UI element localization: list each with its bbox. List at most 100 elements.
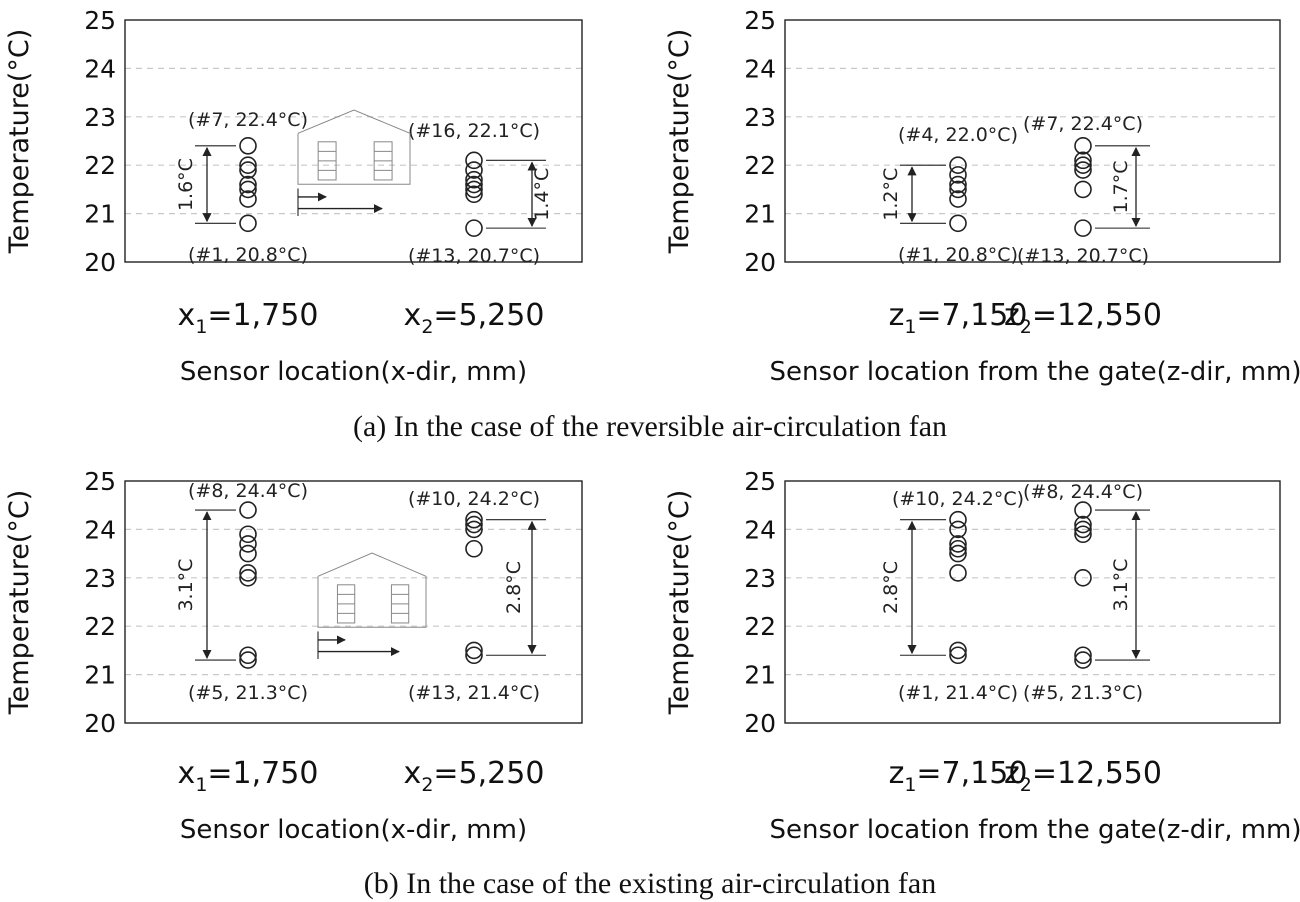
data-point (465, 515, 483, 534)
data-point (239, 156, 257, 174)
max-annotation: (#8, 24.4°C) (1023, 481, 1143, 503)
x-axis-label: Sensor location from the gate(z-dir, mm) (769, 357, 1300, 387)
y-axis-label: Temperature(°C) (4, 490, 35, 715)
y-tick-label: 23 (84, 103, 116, 132)
y-axis-label: Temperature(°C) (664, 490, 695, 715)
max-annotation: (#10, 24.2°C) (408, 488, 540, 510)
data-point (239, 214, 257, 233)
data-point (949, 180, 967, 199)
greenhouse-outline (317, 552, 427, 628)
max-annotation: (#10, 24.2°C) (892, 488, 1024, 510)
data-point (465, 219, 483, 237)
range-label: 3.1°C (175, 559, 197, 612)
caption-b: (b) In the case of the existing air-circ… (364, 867, 937, 900)
data-point (239, 651, 257, 669)
greenhouse-inset (317, 552, 427, 659)
data-point (1074, 180, 1092, 199)
data-point (949, 641, 967, 660)
range-label: 1.4°C (531, 168, 553, 221)
min-annotation: (#1, 20.8°C) (188, 244, 308, 266)
data-point (949, 166, 967, 184)
min-annotation: (#13, 20.7°C) (1017, 245, 1149, 267)
data-point (465, 180, 483, 199)
data-point (949, 564, 967, 582)
x-category-label: x2=5,250 (404, 298, 545, 338)
data-point (949, 510, 967, 529)
data-point (239, 564, 257, 582)
x-category-label: x2=5,250 (404, 756, 545, 796)
caption-a: (a) In the case of the reversible air-ci… (353, 410, 947, 443)
x-category-label: x1=1,750 (178, 756, 319, 796)
y-tick-label: 20 (744, 709, 776, 738)
range-label: 1.7°C (1110, 160, 1132, 213)
data-point (465, 161, 483, 179)
greenhouse-inset (297, 109, 411, 216)
y-tick-label: 25 (84, 6, 116, 35)
chart-panel-4: 202122232425Temperature(°C)z1=7,150z2=12… (664, 467, 1300, 845)
y-tick-label: 21 (744, 661, 776, 690)
y-tick-label: 20 (84, 248, 116, 277)
data-point (239, 180, 257, 199)
data-point (949, 156, 967, 174)
min-annotation: (#5, 21.3°C) (1023, 682, 1143, 704)
range-label: 2.8°C (880, 561, 902, 614)
data-point (1074, 520, 1092, 539)
greenhouse-outline (297, 109, 411, 185)
data-point (465, 510, 483, 529)
y-tick-label: 24 (84, 54, 116, 83)
max-annotation: (#7, 22.4°C) (188, 109, 308, 131)
data-point (465, 539, 483, 558)
data-point (949, 535, 967, 553)
x-axis-label: Sensor location(x-dir, mm) (180, 815, 527, 845)
y-tick-label: 24 (84, 515, 116, 544)
y-tick-label: 20 (744, 248, 776, 277)
y-tick-label: 20 (84, 709, 116, 738)
x-category-label: z1=7,150 (889, 298, 1028, 338)
data-point (239, 568, 257, 587)
data-point (239, 544, 257, 563)
range-label: 1.6°C (175, 158, 197, 211)
min-annotation: (#13, 20.7°C) (408, 245, 540, 267)
data-point (1074, 525, 1092, 544)
data-point (949, 190, 967, 208)
y-tick-label: 22 (744, 612, 776, 641)
data-point (1074, 219, 1092, 237)
plot-frame (784, 19, 1281, 263)
x-axis-label: Sensor location(x-dir, mm) (180, 357, 527, 387)
y-tick-label: 21 (84, 661, 116, 690)
y-tick-label: 24 (744, 515, 776, 544)
data-point (239, 501, 257, 519)
y-axis-label: Temperature(°C) (664, 29, 695, 254)
y-tick-label: 21 (744, 200, 776, 229)
y-tick-label: 22 (744, 151, 776, 180)
min-annotation: (#1, 21.4°C) (898, 682, 1018, 704)
y-tick-label: 23 (744, 564, 776, 593)
data-point (949, 544, 967, 563)
data-point (465, 185, 483, 204)
range-label: 3.1°C (1110, 559, 1132, 612)
data-point (239, 190, 257, 208)
x-category-label: z1=7,150 (889, 756, 1028, 796)
data-point (465, 151, 483, 170)
data-point (465, 646, 483, 665)
min-annotation: (#1, 20.8°C) (898, 244, 1018, 266)
data-point (949, 175, 967, 194)
max-annotation: (#16, 22.1°C) (408, 120, 540, 142)
data-point (1074, 156, 1092, 174)
y-tick-label: 25 (84, 467, 116, 496)
y-tick-label: 21 (84, 200, 116, 229)
data-point (239, 525, 257, 544)
max-annotation: (#8, 24.4°C) (188, 480, 308, 502)
data-point (1074, 515, 1092, 534)
x-axis-label: Sensor location from the gate(z-dir, mm) (769, 815, 1300, 845)
max-annotation: (#4, 22.0°C) (898, 124, 1018, 146)
data-point (239, 137, 257, 155)
plot-frame (784, 480, 1281, 724)
y-tick-label: 23 (744, 103, 776, 132)
data-point (949, 646, 967, 665)
plot-frame (124, 480, 583, 724)
plot-frame (124, 19, 583, 263)
